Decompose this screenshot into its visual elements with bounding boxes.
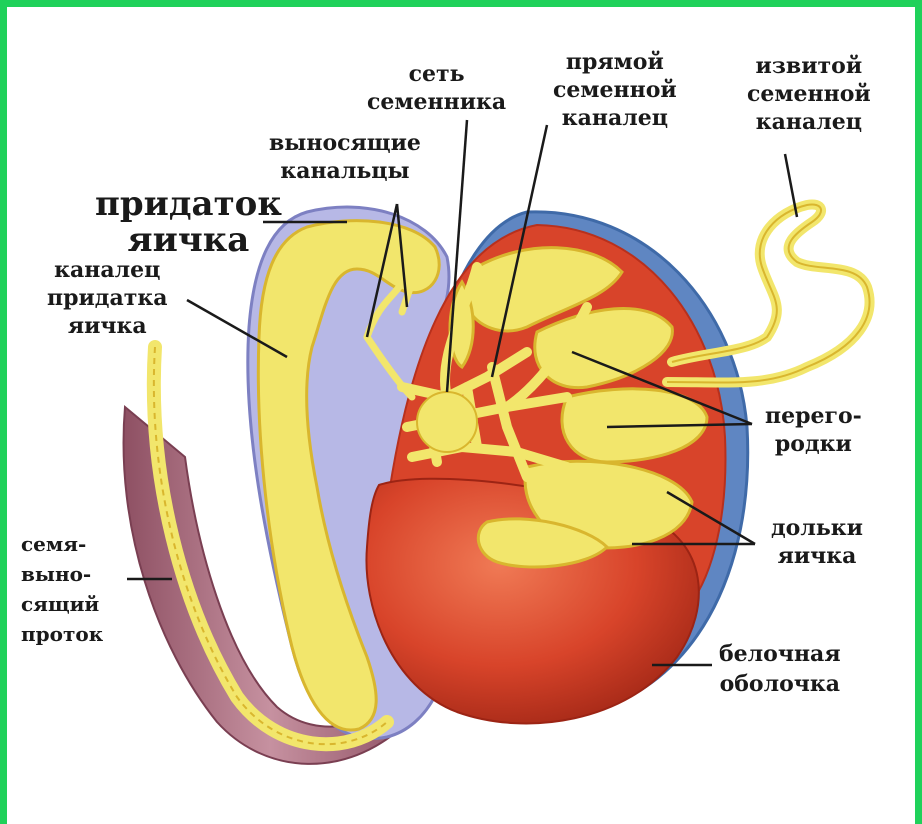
label-epididymal-duct-line1: каналец [47,259,168,281]
label-epididymal-duct-line2: придатка [47,287,168,309]
label-septa-line2: родки [765,433,862,455]
label-vas-deferens-line3: сящий [21,594,103,614]
label-epididymal-duct: каналец придатка яичка [47,259,168,337]
label-rete-testis: сеть семенника [367,63,506,113]
label-vas-deferens-line2: выно- [21,564,103,584]
label-efferent-ductules-line2: канальцы [269,160,421,182]
label-epididymis: придаток яичка [95,187,282,257]
rete-center [417,392,477,452]
label-vas-deferens-line1: семя- [21,534,103,554]
label-epididymis-line1: придаток [95,187,282,221]
label-lobules-line1: дольки [771,517,863,539]
label-vas-deferens-line4: проток [21,624,103,644]
label-rete-testis-line1: сеть [367,63,506,85]
label-efferent-ductules: выносящие канальцы [269,132,421,182]
label-tunica-albuginea-line1: белочная [719,643,841,665]
label-septa-line1: перего- [765,405,862,427]
label-efferent-ductules-line1: выносящие [269,132,421,154]
label-vas-deferens: семя- выно- сящий проток [21,534,103,644]
label-lobules-line2: яичка [771,545,863,567]
label-lobules: дольки яичка [771,517,863,567]
label-epididymal-duct-line3: яичка [47,315,168,337]
label-straight-tubule-line2: семенной [553,79,677,101]
label-straight-tubule-line3: каналец [553,107,677,129]
label-convoluted-tubule-line3: каналец [747,111,871,133]
label-tunica-albuginea: белочная оболочка [719,643,841,695]
label-convoluted-tubule-line1: извитой [747,55,871,77]
label-straight-tubule-line1: прямой [553,51,677,73]
label-rete-testis-line2: семенника [367,91,506,113]
label-straight-tubule: прямой семенной каналец [553,51,677,129]
label-convoluted-tubule-line2: семенной [747,83,871,105]
label-septa: перего- родки [765,405,862,455]
label-tunica-albuginea-line2: оболочка [719,673,841,695]
label-convoluted-tubule: извитой семенной каналец [747,55,871,133]
label-epididymis-line2: яичка [95,223,282,257]
diagram-frame: придаток яичка каналец придатка яичка вы… [7,7,915,824]
